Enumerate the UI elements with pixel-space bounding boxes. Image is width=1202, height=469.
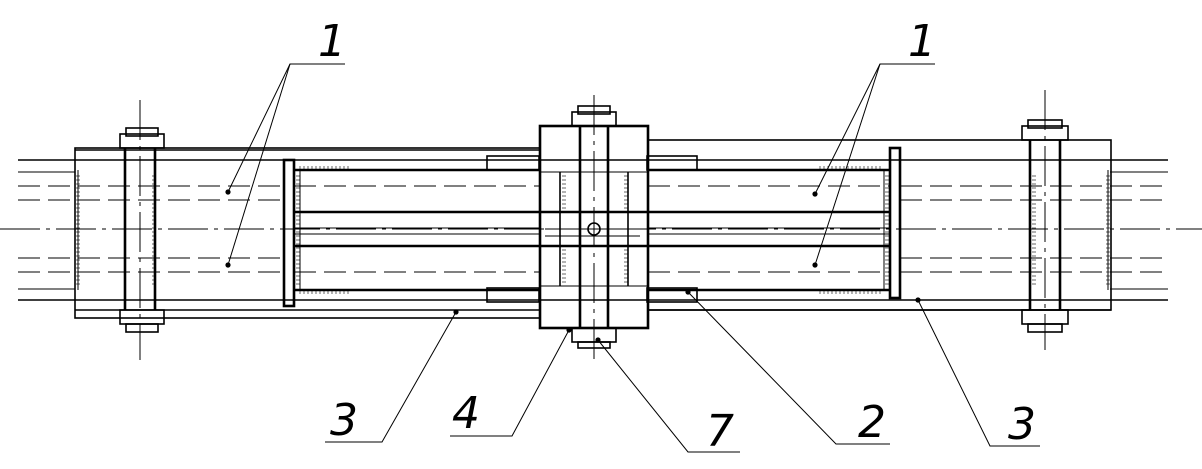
callout-2: 2 — [858, 397, 886, 448]
outer-link-plate-left — [74, 147, 541, 319]
callout-3-right: 3 — [1008, 399, 1036, 450]
leader-lines — [225, 63, 1040, 453]
outer-link-plate-right — [647, 139, 1112, 311]
callout-1-left: 1 — [318, 16, 346, 67]
chain-strand-outlines — [18, 159, 1168, 301]
callout-1-right: 1 — [908, 16, 936, 67]
callout-7: 7 — [706, 406, 734, 457]
left-pin — [74, 100, 165, 360]
right-pin — [1021, 90, 1112, 350]
central-attachment-block — [538, 95, 650, 360]
left-bushing — [282, 158, 540, 308]
right-bushing — [648, 146, 902, 300]
callout-3-left: 3 — [330, 395, 358, 446]
callout-4: 4 — [452, 388, 480, 439]
hatch-marks — [76, 166, 1110, 294]
